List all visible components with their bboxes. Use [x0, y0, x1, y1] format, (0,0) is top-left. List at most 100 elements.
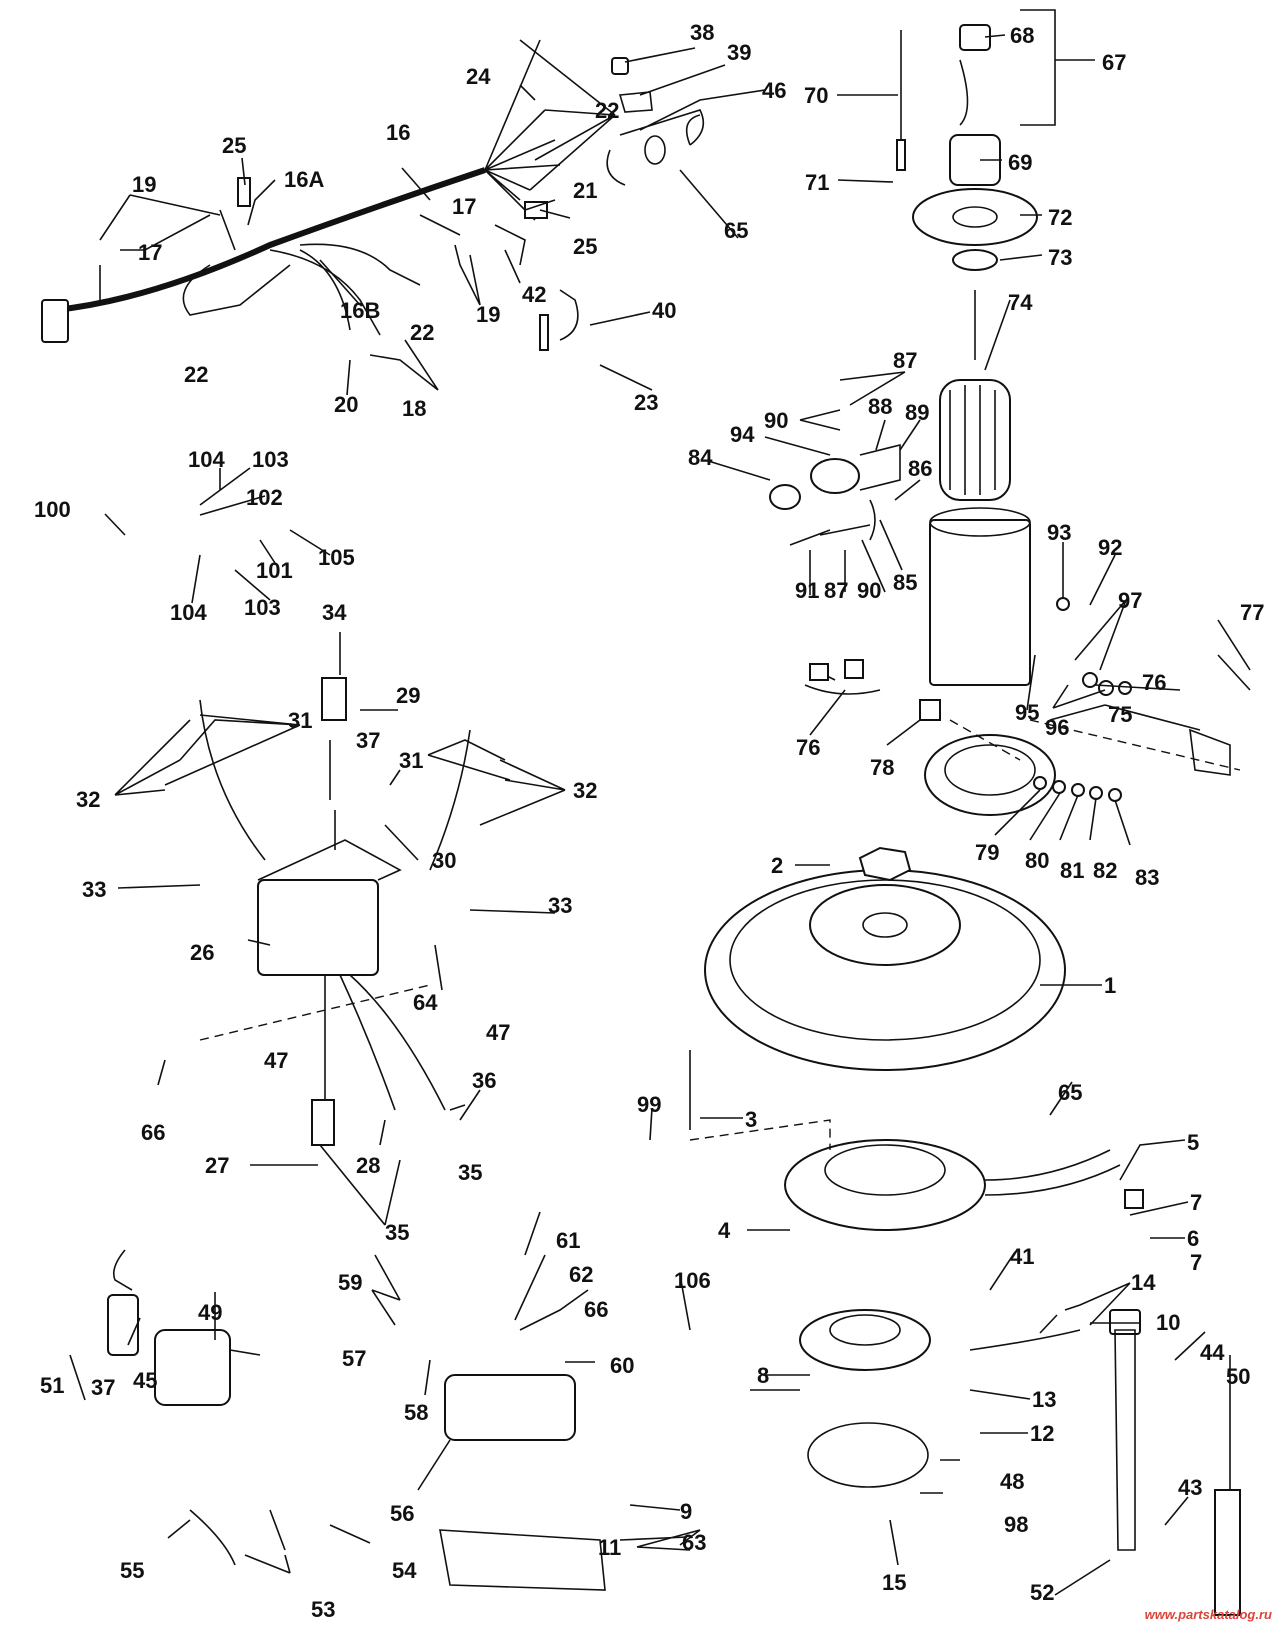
- label-16: 16: [386, 120, 410, 145]
- label-22a: 22: [595, 98, 619, 123]
- label-103a: 103: [252, 447, 289, 472]
- label-66a: 66: [584, 1297, 608, 1322]
- label-22b: 22: [410, 320, 434, 345]
- label-35a: 35: [385, 1220, 409, 1245]
- label-70: 70: [804, 83, 828, 108]
- label-15: 15: [882, 1570, 906, 1595]
- label-90b: 90: [857, 578, 881, 603]
- label-8: 8: [757, 1363, 769, 1388]
- label-48: 48: [1000, 1469, 1024, 1494]
- label-81: 81: [1060, 858, 1084, 883]
- label-16b: 16B: [340, 298, 380, 323]
- rectifier-and-coil: [107, 1249, 1241, 1616]
- label-34: 34: [322, 600, 347, 625]
- label-93: 93: [1047, 520, 1071, 545]
- label-97: 97: [1118, 588, 1142, 613]
- label-52: 52: [1030, 1580, 1054, 1605]
- label-77: 77: [1240, 600, 1264, 625]
- label-1: 1: [1104, 973, 1116, 998]
- label-104b: 104: [170, 600, 207, 625]
- label-22c: 22: [184, 362, 208, 387]
- leader-lines: [69, 9, 1251, 1596]
- label-51: 51: [40, 1373, 64, 1398]
- label-28: 28: [356, 1153, 380, 1178]
- label-19b: 19: [476, 302, 500, 327]
- label-59: 59: [338, 1270, 362, 1295]
- label-98: 98: [1004, 1512, 1028, 1537]
- label-5: 5: [1187, 1130, 1199, 1155]
- starter-motor-assembly: [769, 24, 1038, 686]
- label-36: 36: [472, 1068, 496, 1093]
- label-103b: 103: [244, 595, 281, 620]
- label-92: 92: [1098, 535, 1122, 560]
- label-85: 85: [893, 570, 917, 595]
- label-32a: 32: [76, 787, 100, 812]
- label-56: 56: [390, 1501, 414, 1526]
- label-38: 38: [690, 20, 714, 45]
- label-65b: 65: [724, 218, 748, 243]
- label-99: 99: [637, 1092, 661, 1117]
- label-50: 50: [1226, 1364, 1250, 1389]
- label-94: 94: [730, 422, 755, 447]
- label-87b: 87: [824, 578, 848, 603]
- label-37a: 37: [356, 728, 380, 753]
- label-23: 23: [634, 390, 658, 415]
- label-49: 49: [198, 1300, 222, 1325]
- watermark: www.partskatalog.ru: [1144, 1607, 1272, 1622]
- label-89: 89: [905, 400, 929, 425]
- label-54: 54: [392, 1558, 417, 1583]
- label-31b: 31: [399, 748, 423, 773]
- label-88: 88: [868, 394, 892, 419]
- label-27: 27: [205, 1153, 229, 1178]
- wiring-harness: [41, 39, 561, 343]
- label-43: 43: [1178, 1475, 1202, 1500]
- label-16a: 16A: [284, 167, 324, 192]
- label-79: 79: [975, 840, 999, 865]
- label-17a: 17: [138, 240, 162, 265]
- stator: [689, 1050, 1144, 1231]
- label-78: 78: [870, 755, 894, 780]
- label-25b: 25: [573, 234, 597, 259]
- label-72: 72: [1048, 205, 1072, 230]
- label-61: 61: [556, 1228, 580, 1253]
- label-24: 24: [466, 64, 491, 89]
- label-58: 58: [404, 1400, 428, 1425]
- label-7a: 7: [1190, 1190, 1202, 1215]
- label-65a: 65: [1058, 1080, 1082, 1105]
- label-47a: 47: [486, 1020, 510, 1045]
- label-62: 62: [569, 1262, 593, 1287]
- label-82: 82: [1093, 858, 1117, 883]
- label-60: 60: [610, 1353, 634, 1378]
- label-55: 55: [120, 1558, 144, 1583]
- label-18: 18: [402, 396, 426, 421]
- label-57: 57: [342, 1346, 366, 1371]
- label-95: 95: [1015, 700, 1039, 725]
- label-2: 2: [771, 853, 783, 878]
- label-83: 83: [1135, 865, 1159, 890]
- label-84: 84: [688, 445, 713, 470]
- label-104a: 104: [188, 447, 225, 472]
- label-46: 46: [762, 78, 786, 103]
- bracket-clips: [494, 57, 705, 351]
- label-105: 105: [318, 545, 355, 570]
- label-67: 67: [1102, 50, 1126, 75]
- label-14: 14: [1131, 1270, 1156, 1295]
- label-90a: 90: [764, 408, 788, 433]
- label-7b: 7: [1190, 1250, 1202, 1275]
- label-76a: 76: [796, 735, 820, 760]
- label-102: 102: [246, 485, 283, 510]
- label-106: 106: [674, 1268, 711, 1293]
- label-33a: 33: [82, 877, 106, 902]
- label-66b: 66: [141, 1120, 165, 1145]
- label-39: 39: [727, 40, 751, 65]
- label-53: 53: [311, 1597, 335, 1622]
- label-45: 45: [133, 1368, 157, 1393]
- label-4: 4: [718, 1218, 731, 1243]
- label-12: 12: [1030, 1421, 1054, 1446]
- label-42: 42: [522, 282, 546, 307]
- label-91: 91: [795, 578, 819, 603]
- part-labels: 1 2 3 4 5 6 7 7 8 9 10 11 12 13 14 15 16…: [34, 20, 1264, 1622]
- label-32b: 32: [573, 778, 597, 803]
